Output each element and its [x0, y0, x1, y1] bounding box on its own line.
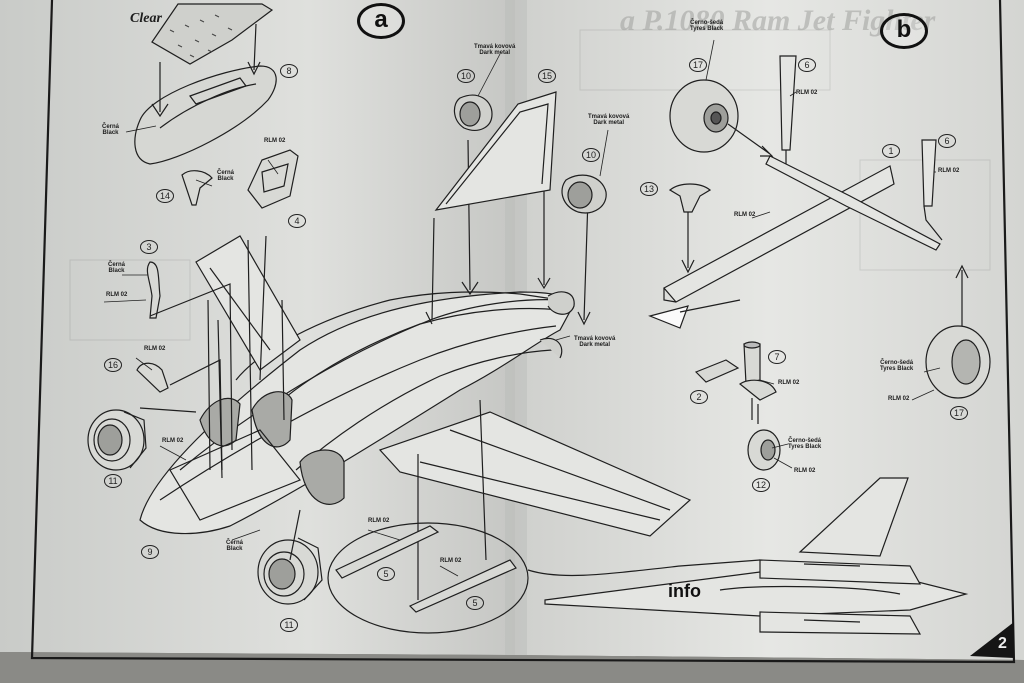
label-dark-metal-en: Dark metal	[479, 50, 511, 56]
label-dark-metal-cz: Tmavá kovová	[574, 336, 616, 342]
label-tyres-en: Tyres Black	[690, 26, 724, 32]
callout-13: 13	[640, 182, 658, 196]
label-rlm02-pedals16: RLM 02	[144, 346, 166, 352]
label-rlm02-beam: RLM 02	[734, 212, 756, 218]
detail-ellipse	[327, 522, 529, 634]
label-tyres-17: Černo-šedá Tyres Black	[880, 360, 913, 372]
label-black-stick: Černá Black	[217, 170, 234, 182]
callout-16: 16	[104, 358, 122, 372]
label-tyres-cz: Černo-šedá	[880, 360, 914, 366]
label-rlm02-rod-a: RLM 02	[368, 518, 390, 524]
label-dark-metal-nozzle: Tmavá kovová Dark metal	[574, 336, 615, 348]
label-rlm02-fin-top: RLM 02	[796, 90, 818, 96]
page-number: 2	[998, 635, 1007, 652]
callout-11-left: 11	[104, 474, 122, 488]
callout-1: 1	[882, 144, 900, 158]
callout-14: 14	[156, 189, 174, 203]
label-rlm02-wheel17: RLM 02	[888, 396, 910, 402]
label-clear: Clear	[130, 11, 162, 26]
callout-15: 15	[538, 69, 556, 83]
label-black-en: Black	[108, 268, 125, 274]
label-black-en: Black	[102, 130, 119, 136]
cockpit-tub	[134, 65, 277, 165]
step-a-drawings	[87, 3, 761, 634]
callout-12: 12	[752, 478, 770, 492]
label-dark-metal-cz: Tmavá kovová	[588, 114, 630, 120]
label-black-cz: Černá	[108, 262, 126, 268]
label-black-cz: Černá	[217, 170, 235, 176]
step-b-drawings	[544, 55, 991, 635]
callout-8: 8	[280, 64, 298, 78]
callout-10-top: 10	[457, 69, 475, 83]
label-dark-metal-top: Tmavá kovová Dark metal	[474, 44, 515, 56]
info-label: info	[668, 581, 701, 601]
callout-4: 4	[288, 214, 306, 228]
callout-3: 3	[140, 240, 158, 254]
label-rlm02-strut: RLM 02	[778, 380, 800, 386]
label-black-pedal: Černá Black	[108, 262, 125, 274]
callout-6-top: 6	[798, 58, 816, 72]
label-rlm02-wheel12: RLM 02	[794, 468, 816, 474]
page-corner-mark	[970, 622, 1014, 658]
label-rlm02-fin-right: RLM 02	[938, 168, 960, 174]
step-b-marker: b	[880, 13, 928, 49]
callout-5-a: 5	[377, 567, 395, 581]
rudder	[434, 91, 557, 211]
callout-2: 2	[690, 390, 708, 404]
tail-fin	[195, 235, 301, 371]
label-dark-metal-en: Dark metal	[593, 120, 625, 126]
label-tyres-en: Tyres Black	[880, 366, 914, 372]
label-rlm02-pedal: RLM 02	[106, 292, 128, 298]
callout-11-bottom: 11	[280, 618, 298, 632]
label-tyres-cz: Černo-šedá	[788, 438, 822, 444]
sheet-frame	[30, 0, 1016, 664]
callout-17-top: 17	[689, 58, 707, 72]
wing	[378, 411, 692, 537]
label-dark-metal-en: Dark metal	[579, 342, 611, 348]
label-tyres-12: Černo-šedá Tyres Black	[788, 438, 821, 450]
callout-9: 9	[141, 545, 159, 559]
label-black-intake: Černá Black	[226, 540, 243, 552]
label-dark-metal-right: Tmavá kovová Dark metal	[588, 114, 629, 126]
label-rlm02-seat: RLM 02	[264, 138, 286, 144]
label-dark-metal-cz: Tmavá kovová	[474, 44, 516, 50]
label-tyres-cz: Černo-šedá	[690, 20, 724, 26]
callout-10-right: 10	[582, 148, 600, 162]
label-black-canopy: Černá Black	[102, 124, 119, 136]
callout-6-right: 6	[938, 134, 956, 148]
label-tyres-en: Tyres Black	[788, 444, 822, 450]
label-rlm02-rod-b: RLM 02	[440, 558, 462, 564]
label-black-cz: Černá	[226, 540, 244, 546]
callout-5-b: 5	[466, 596, 484, 610]
label-rlm02-cockpit: RLM 02	[162, 438, 184, 444]
callout-17-right: 17	[950, 406, 968, 420]
leader-lines	[103, 39, 941, 577]
label-tyres-top: Černo-šedá Tyres Black	[690, 20, 723, 32]
label-black-en: Black	[217, 176, 234, 182]
label-black-cz: Černá	[102, 124, 120, 130]
callout-7: 7	[768, 350, 786, 364]
step-a-marker: a	[357, 3, 405, 39]
label-black-en: Black	[226, 546, 243, 552]
